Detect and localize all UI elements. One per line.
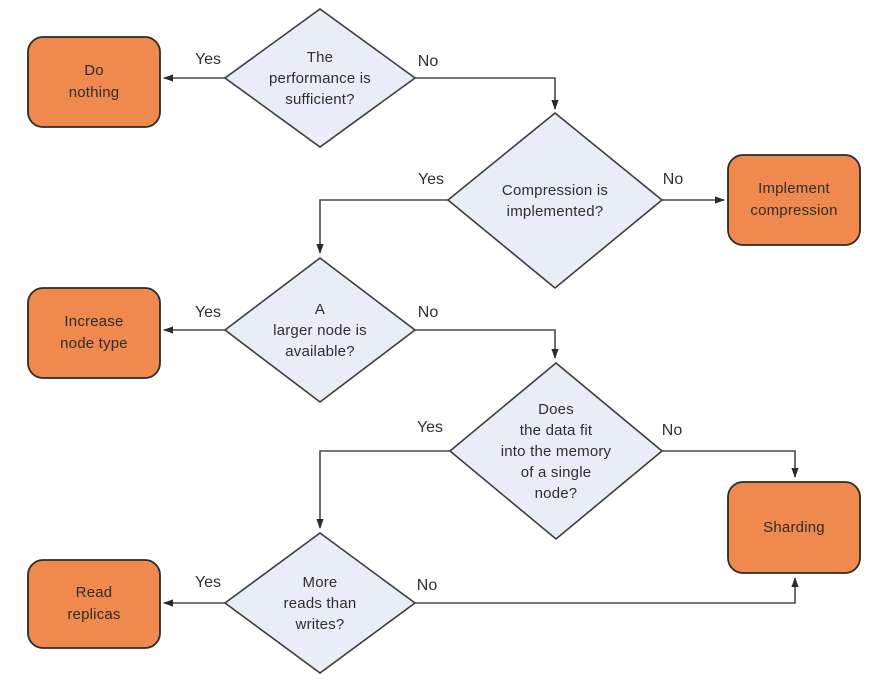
action-implement-compression-shape <box>727 154 861 246</box>
decision-performance-shape <box>223 8 417 148</box>
edge-performance-no-line <box>415 77 559 110</box>
action-read-replicas-shape <box>27 559 161 649</box>
action-increase-node-type-shape <box>27 287 161 379</box>
edge-more-reads-no-line <box>415 577 799 604</box>
edge-larger-node-no-line <box>415 329 559 359</box>
decision-compression-shape <box>446 111 664 290</box>
edge-data-fit-no-line <box>662 450 799 478</box>
action-sharding-shape <box>727 481 861 574</box>
action-do-nothing-shape <box>27 36 161 128</box>
edge-data-fit-yes-line <box>316 450 450 529</box>
decision-data-fit-shape <box>448 361 664 541</box>
decision-larger-node-shape <box>223 256 417 404</box>
decision-more-reads-shape <box>223 532 417 674</box>
edge-compression-yes-line <box>316 199 448 254</box>
